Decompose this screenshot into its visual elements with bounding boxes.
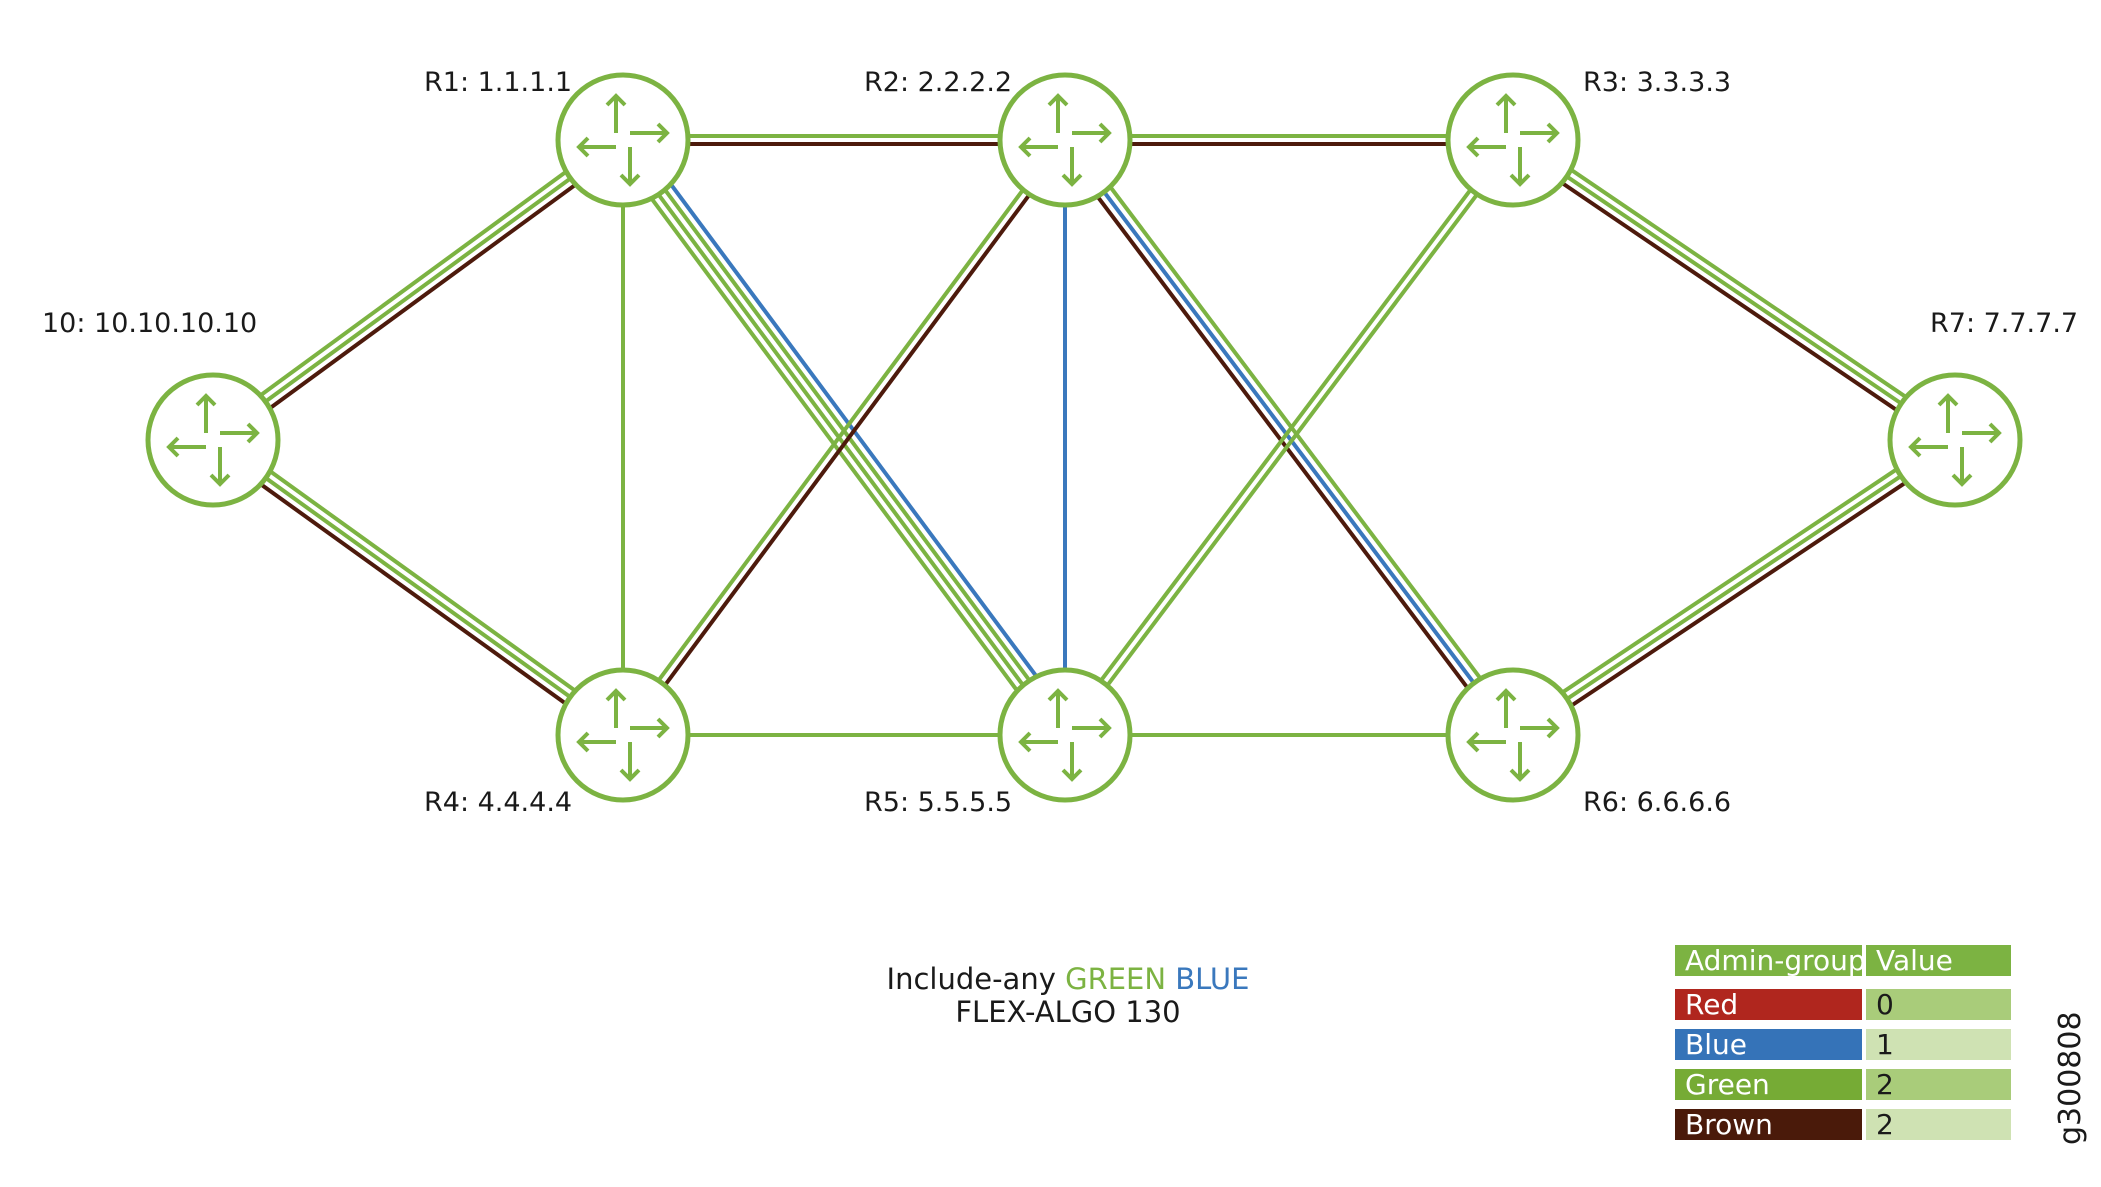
caption-blue-word: BLUE bbox=[1175, 962, 1249, 996]
router-r3-icon bbox=[1445, 72, 1581, 208]
link-r3-r5-green-1 bbox=[1060, 136, 1512, 734]
caption-include-any: Include-any bbox=[887, 962, 1056, 996]
links-layer bbox=[207, 131, 1961, 744]
link-r6-r7-green-0 bbox=[1507, 431, 1952, 731]
link-r6-r7-green-1 bbox=[1511, 438, 1957, 737]
link-r3-r5-green-0 bbox=[1066, 141, 1518, 739]
router-label-r6: R6: 6.6.6.6 bbox=[1583, 787, 1731, 818]
router-label-r3: R3: 3.3.3.3 bbox=[1583, 67, 1731, 98]
legend-blue-group: Blue bbox=[1685, 1028, 1747, 1061]
legend-blue-group-cell bbox=[1675, 1029, 1862, 1060]
legend-brown-group: Brown bbox=[1685, 1108, 1773, 1141]
caption-line-2: FLEX-ALGO 130 bbox=[955, 995, 1180, 1029]
legend-brown-group-cell bbox=[1675, 1109, 1862, 1140]
router-label-r1: R1: 1.1.1.1 bbox=[424, 67, 572, 98]
router-label-r2: R2: 2.2.2.2 bbox=[864, 67, 1012, 98]
legend-brown-value: 2 bbox=[1876, 1108, 1894, 1141]
link-r3-r7-brown-2 bbox=[1507, 144, 1952, 449]
legend-header-value-cell bbox=[1866, 945, 2011, 976]
legend-green-group-cell bbox=[1675, 1069, 1862, 1100]
routers-layer bbox=[145, 72, 2023, 803]
legend-red-value: 0 bbox=[1876, 988, 1894, 1021]
link-r0-r4-brown-2 bbox=[207, 444, 620, 744]
legend-red-value-cell bbox=[1866, 989, 2011, 1020]
link-r0-r1-brown-2 bbox=[216, 144, 629, 449]
router-r6-icon bbox=[1445, 667, 1581, 803]
router-label-r0: 10: 10.10.10.10 bbox=[42, 308, 257, 339]
admin-group-legend: Admin-group Value Red 0 Blue 1 Green 2 B… bbox=[1675, 944, 2011, 1141]
link-r0-r4-green-0 bbox=[216, 431, 629, 731]
link-r2-r4-brown-0 bbox=[624, 141, 1070, 739]
router-r0-icon bbox=[145, 372, 281, 508]
caption-line-1: Include-any GREEN BLUE bbox=[887, 962, 1250, 996]
link-r2-r6-blue-1 bbox=[1063, 138, 1515, 737]
link-r3-r7-green-1 bbox=[1511, 138, 1957, 442]
caption-green-word: GREEN bbox=[1065, 962, 1166, 996]
legend-green-value: 2 bbox=[1876, 1068, 1894, 1101]
router-r5-icon bbox=[997, 667, 1133, 803]
link-r2-r4-green-1 bbox=[618, 136, 1064, 734]
link-r0-r1-green-0 bbox=[207, 131, 620, 436]
router-r4-icon bbox=[555, 667, 691, 803]
router-label-r4: R4: 4.4.4.4 bbox=[424, 787, 572, 818]
figure-id: g300808 bbox=[2053, 1011, 2088, 1145]
link-r0-r1-green-1 bbox=[211, 138, 625, 442]
legend-header-group-cell bbox=[1675, 945, 1862, 976]
legend-green-group: Green bbox=[1685, 1068, 1770, 1101]
link-r3-r7-green-0 bbox=[1516, 131, 1961, 436]
legend-blue-value-cell bbox=[1866, 1029, 2011, 1060]
link-r1-r5-green-2 bbox=[618, 141, 1064, 739]
router-r2-icon bbox=[997, 72, 1133, 208]
link-r1-r5-green-1 bbox=[624, 136, 1070, 734]
router-label-r5: R5: 5.5.5.5 bbox=[864, 787, 1012, 818]
legend-green-value-cell bbox=[1866, 1069, 2011, 1100]
legend-brown-value-cell bbox=[1866, 1109, 2011, 1140]
legend-red-group-cell bbox=[1675, 989, 1862, 1020]
link-r0-r4-green-1 bbox=[211, 438, 625, 737]
router-r1-icon bbox=[555, 72, 691, 208]
legend-header-group: Admin-group bbox=[1685, 944, 1866, 977]
router-r7-icon bbox=[1887, 372, 2023, 508]
legend-blue-value: 1 bbox=[1876, 1028, 1894, 1061]
legend-header-value: Value bbox=[1876, 944, 1953, 977]
link-r6-r7-brown-2 bbox=[1516, 444, 1961, 744]
router-label-r7: R7: 7.7.7.7 bbox=[1930, 308, 2078, 339]
legend-red-group: Red bbox=[1685, 988, 1738, 1021]
